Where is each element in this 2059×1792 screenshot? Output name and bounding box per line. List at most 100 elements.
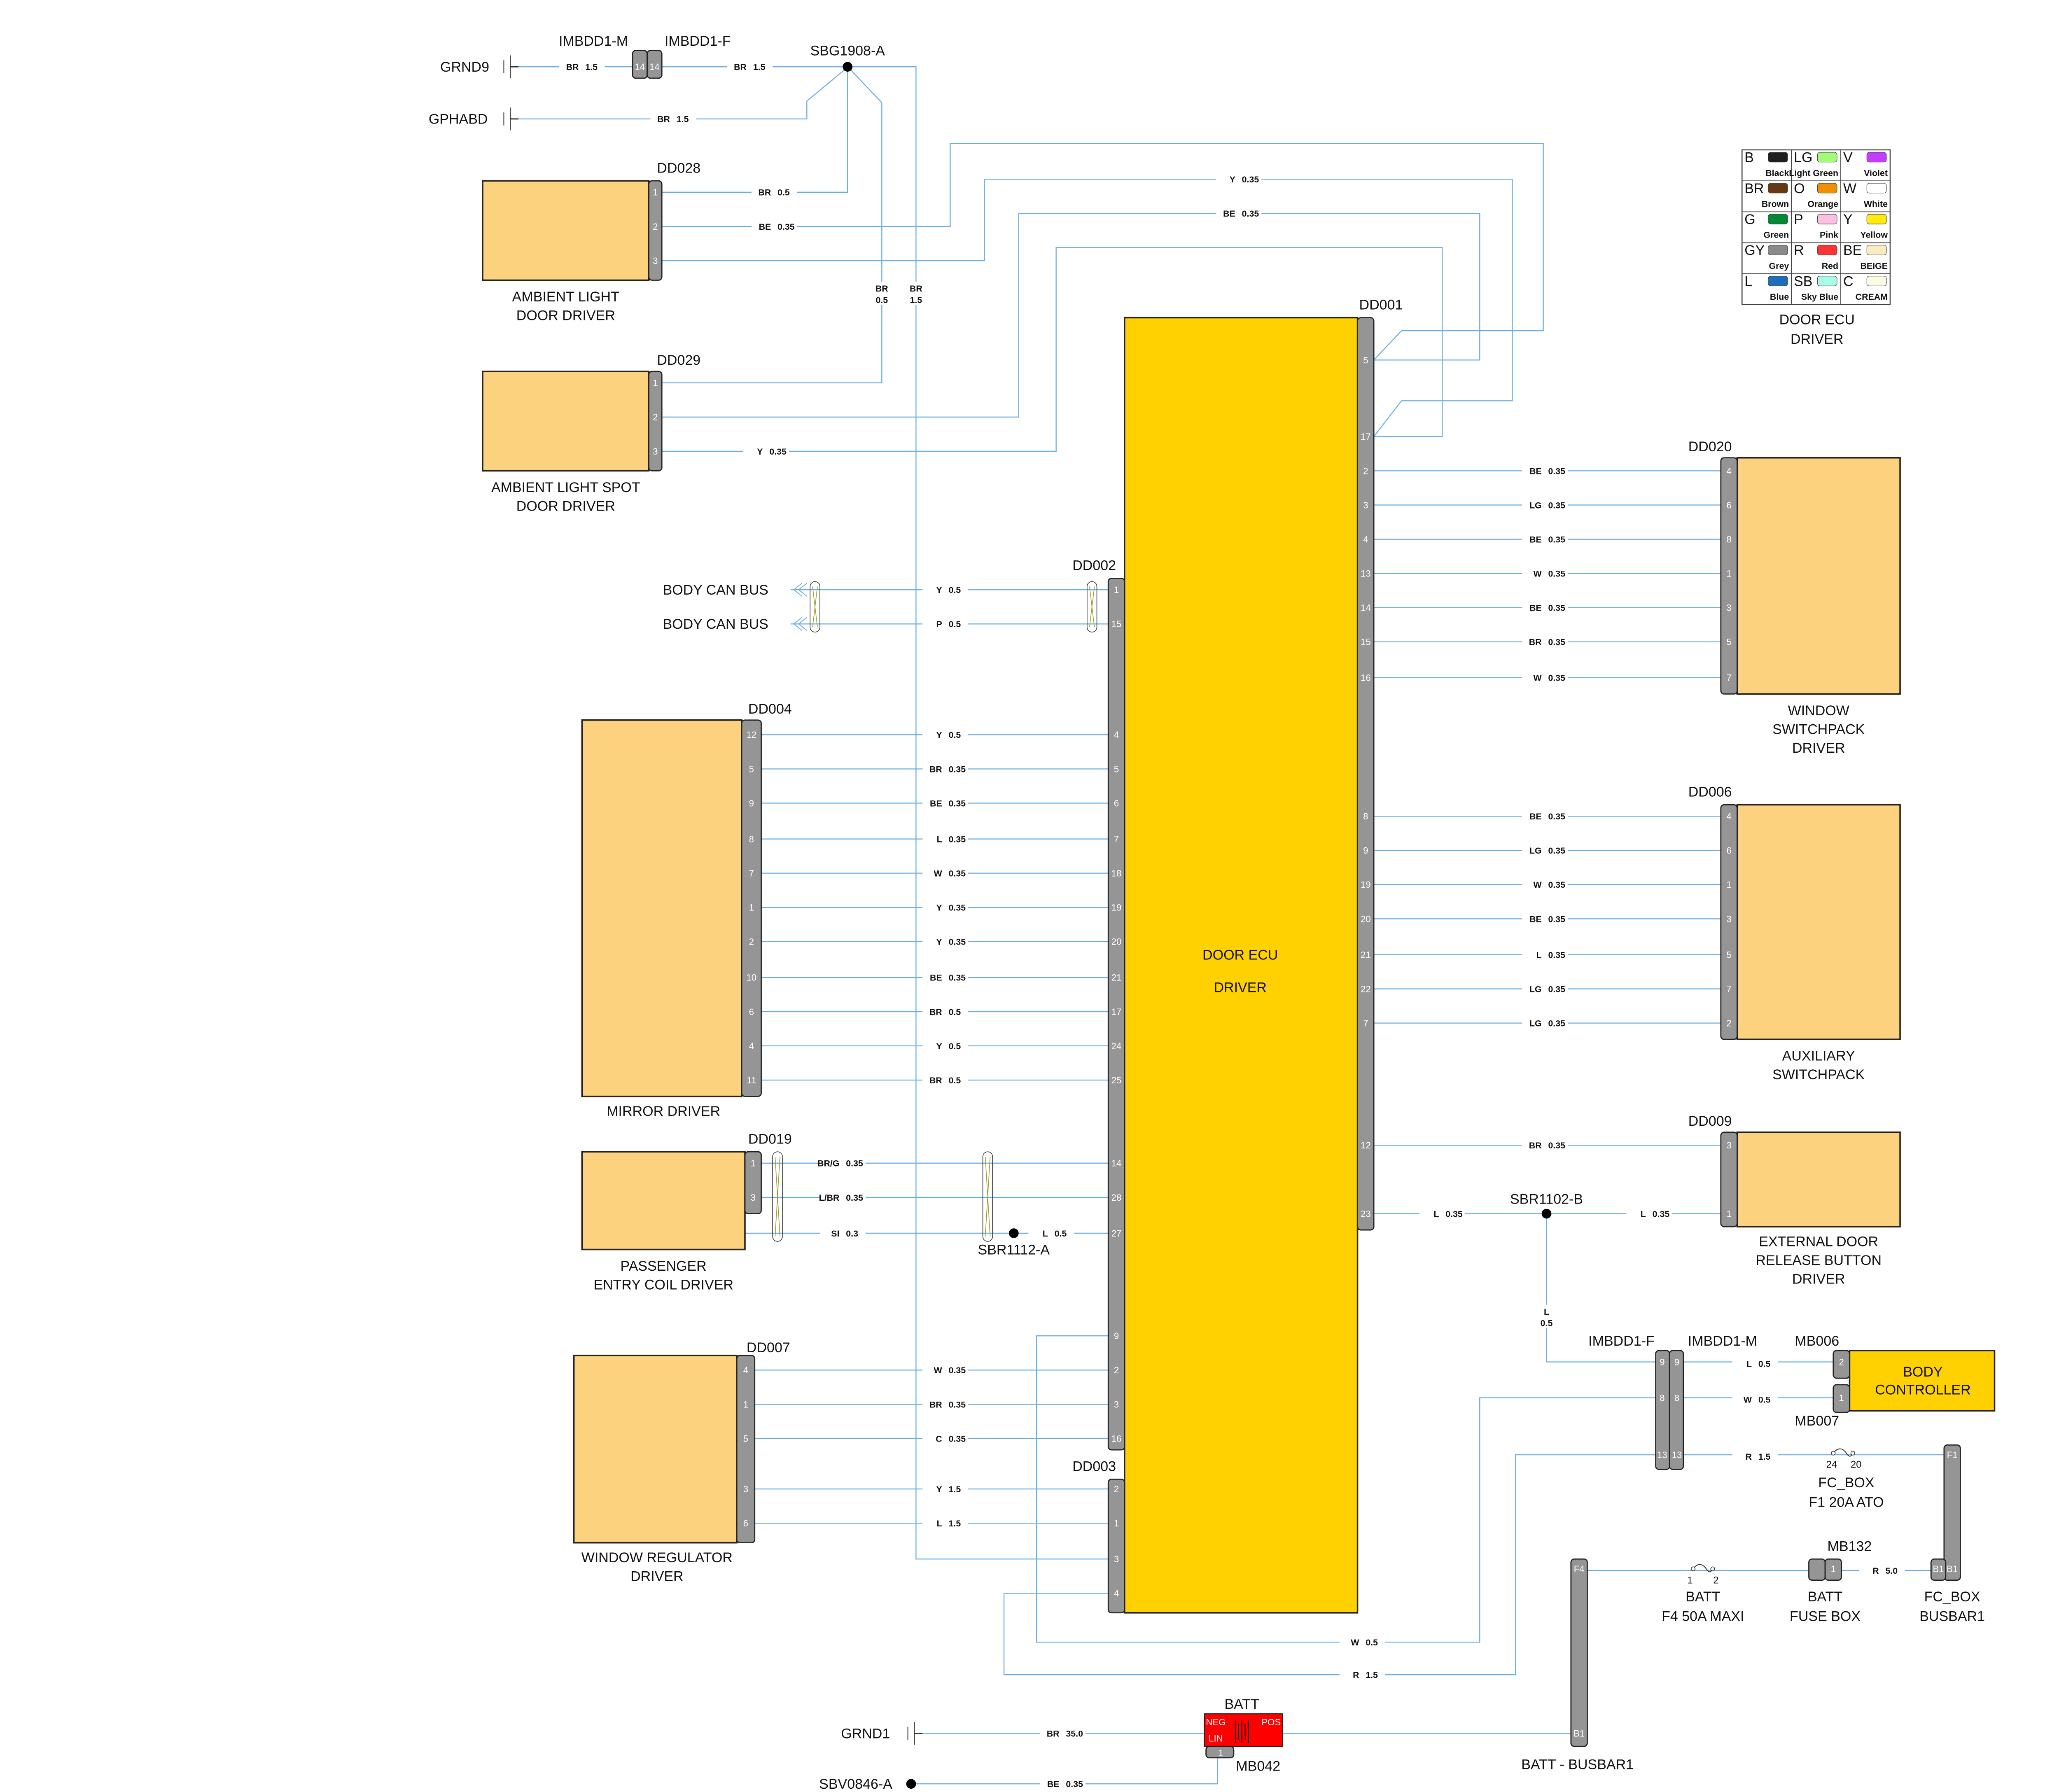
pin-number: 3	[653, 256, 658, 266]
pin-number: 7	[1114, 834, 1119, 844]
connector-dd001	[1357, 317, 1375, 1231]
legend-swatch	[1817, 152, 1837, 163]
wire-label-bg	[922, 971, 969, 983]
wire-color: L	[1536, 950, 1542, 960]
fuse-icon	[1831, 1448, 1855, 1457]
battery-pos: POS	[1262, 1717, 1281, 1727]
pin-number: 3	[751, 1192, 756, 1203]
busbar-label: FC_BOX	[1924, 1589, 1980, 1605]
pin-number: 6	[749, 1007, 754, 1017]
pin-number: 19	[1111, 903, 1122, 913]
wire[interactable]	[851, 66, 1109, 1560]
pin-number: 4	[743, 1365, 748, 1375]
pin-number: 3	[1363, 500, 1368, 510]
connector-ref: DD004	[748, 701, 792, 717]
battery	[1204, 1713, 1283, 1747]
legend-code: B	[1744, 150, 1754, 166]
pin-number: 1	[1726, 569, 1731, 579]
can-bus-label[interactable]: BODY CAN BUS	[663, 616, 768, 632]
component-dd028	[482, 180, 650, 281]
inline-connector-label: IMBDD1-M	[559, 33, 628, 49]
legend-name: Sky Blue	[1801, 292, 1838, 302]
connector-dd003	[1107, 1478, 1125, 1614]
pin-number: 5	[749, 764, 754, 774]
can-bus-label[interactable]: BODY CAN BUS	[663, 582, 768, 598]
pin-number: B1	[1947, 1564, 1958, 1574]
wire-gauge: 0.35	[1548, 984, 1565, 994]
component-label: WINDOW	[1788, 703, 1849, 719]
wire-color: L	[1043, 1229, 1048, 1239]
pin-number: 4	[1114, 730, 1119, 740]
connector-ref: DD019	[748, 1131, 792, 1147]
wire-gauge: 0.5	[949, 1007, 961, 1017]
pin-number: F4	[1574, 1564, 1585, 1574]
pin-number: 16	[1111, 1433, 1122, 1444]
connector-mb042	[1205, 1745, 1235, 1759]
wire-gauge: 0.35	[949, 869, 966, 879]
inline-connector-imbdd1-m	[1669, 1350, 1684, 1470]
pin-number: 20	[1111, 937, 1122, 947]
wire[interactable]	[1036, 1335, 1656, 1643]
twisted-pair-icon	[1087, 581, 1097, 632]
wire[interactable]	[518, 70, 845, 120]
component-dd007	[573, 1354, 738, 1544]
legend-swatch	[1866, 276, 1887, 286]
wire-label-bg	[922, 1398, 969, 1410]
wire-gauge: 5.0	[1885, 1566, 1898, 1576]
battery-lin: LIN	[1209, 1733, 1223, 1743]
legend-title: DOOR ECU	[1779, 312, 1855, 327]
component-dd004	[581, 719, 742, 1097]
wire-gauge: 1.5	[677, 114, 689, 124]
wire[interactable]	[662, 247, 1443, 452]
component-dd006	[1736, 804, 1901, 1040]
wire-color: BR	[929, 1007, 942, 1017]
legend-swatch	[1866, 152, 1887, 163]
component-label: DOOR DRIVER	[516, 498, 615, 514]
legend-name: Green	[1763, 230, 1789, 240]
wire-label-bg	[922, 797, 969, 809]
wire-label-bg	[1732, 1393, 1778, 1405]
pin-number: 4	[1726, 466, 1731, 476]
ground-grnd1: GRND1	[841, 1726, 890, 1741]
connector-dd029	[648, 371, 663, 471]
wire-color: W	[1351, 1638, 1359, 1647]
pin-number: 3	[1726, 1140, 1731, 1150]
wire-color: BE	[1529, 603, 1542, 613]
wire-label-bg	[873, 282, 890, 305]
wire-gauge: 0.3	[846, 1229, 858, 1239]
pin-number: 1	[751, 1158, 756, 1169]
wire-color: BE	[1047, 1779, 1060, 1789]
ecu-title: DRIVER	[1214, 980, 1267, 995]
wire[interactable]	[662, 67, 848, 193]
wire-color: Y	[936, 903, 942, 913]
wire-label-bg	[743, 446, 789, 457]
wire-color: L	[1641, 1209, 1646, 1219]
pin-number: 1	[1831, 1564, 1836, 1574]
splice-dot	[1008, 1228, 1019, 1238]
pin-number: 25	[1111, 1075, 1122, 1085]
wire-label-bg	[922, 763, 969, 775]
connector-ref: DD028	[657, 160, 700, 176]
wire[interactable]	[1003, 1454, 1656, 1675]
wire-gauge: 35.0	[1066, 1729, 1083, 1738]
pin-number: 2	[653, 222, 658, 232]
pin-number: 9	[1114, 1331, 1119, 1341]
wire-label-bg	[922, 867, 969, 879]
wire-label-bg	[819, 1227, 866, 1239]
splice-dot	[1541, 1209, 1552, 1219]
wire-color: Y	[936, 585, 942, 595]
pin-number: 15	[1361, 637, 1371, 647]
wire-label-bg	[727, 61, 773, 73]
wire-label-bg	[1522, 1139, 1568, 1151]
twisted-pair-icon	[772, 1151, 783, 1242]
wire-label-bg	[922, 1040, 969, 1052]
wire[interactable]	[662, 179, 1513, 437]
wire-color: W	[1533, 880, 1542, 890]
wire-color: BE	[1529, 914, 1542, 924]
wire[interactable]	[662, 70, 882, 383]
wire[interactable]	[662, 142, 1544, 361]
wire-label-bg	[922, 1074, 969, 1086]
wire[interactable]	[911, 1757, 1218, 1785]
pin-number: 12	[1361, 1140, 1371, 1150]
wire[interactable]	[1546, 1213, 1656, 1363]
